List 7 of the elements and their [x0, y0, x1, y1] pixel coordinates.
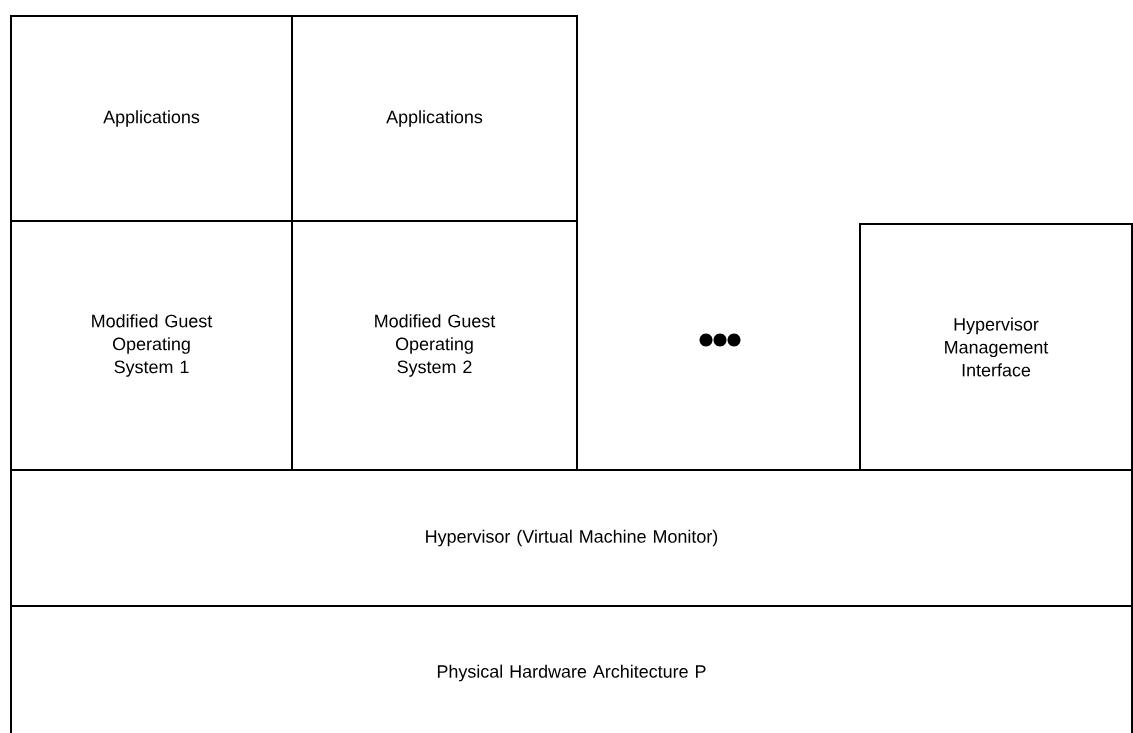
layer-box: Applications [10, 15, 293, 222]
layer-box: Modified Guest Operating System 2 [291, 220, 578, 471]
layer-box: Hypervisor Management Interface [859, 223, 1133, 471]
layer-box: Modified Guest Operating System 1 [10, 220, 293, 471]
layer-box: Applications [291, 15, 578, 222]
layer-band: Physical Hardware Architecture P [10, 605, 1133, 733]
layer-band: Hypervisor (Virtual Machine Monitor) [10, 469, 1133, 607]
